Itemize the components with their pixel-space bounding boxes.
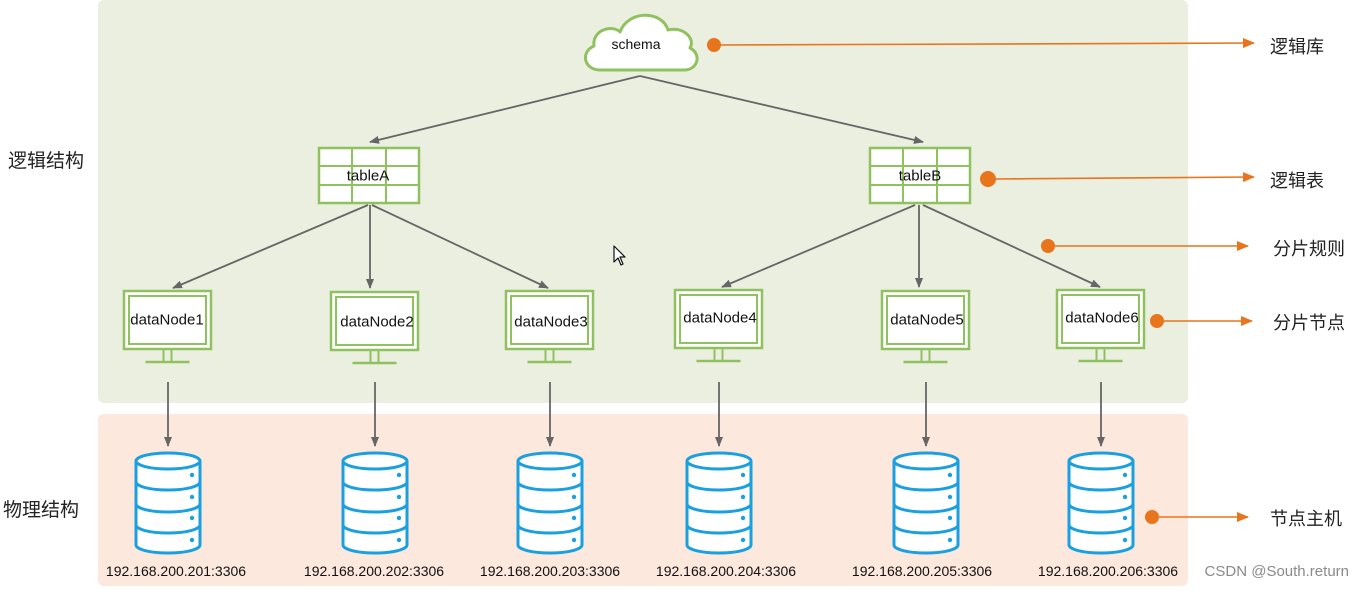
host-ip-6: 192.168.200.206:3306 — [1037, 563, 1179, 579]
dataNode1-label: dataNode1 — [130, 311, 204, 329]
legend-shard-rule: 分片规则 — [1273, 239, 1345, 260]
tableB-label: tableB — [898, 167, 942, 185]
tableA-grid-icon — [317, 146, 421, 205]
dataNode2-monitor-icon — [329, 290, 420, 365]
dataNode4-monitor-icon — [673, 288, 764, 363]
host5-database-icon — [892, 451, 960, 555]
dataNode3-monitor-icon — [504, 289, 595, 364]
watermark: CSDN @South.return — [1204, 563, 1349, 580]
schema-label: schema — [611, 36, 661, 52]
host-ip-1: 192.168.200.201:3306 — [105, 563, 247, 579]
arrow-tableB-to-dataNode4 — [721, 204, 916, 288]
host2-database-icon — [341, 451, 409, 555]
legend-pointer-node-host — [1145, 510, 1249, 524]
physical-structure-region — [98, 414, 1188, 586]
dataNode6-label: dataNode6 — [1065, 309, 1139, 327]
legend-logic-db: 逻辑库 — [1270, 37, 1324, 58]
arrow-tableB-to-dataNode6 — [922, 204, 1101, 288]
arrow-tableA-to-dataNode1 — [172, 204, 369, 289]
dataNode1-monitor-icon — [122, 289, 213, 364]
legend-shard-node: 分片节点 — [1273, 313, 1345, 334]
legend-pointer-logic-table — [980, 171, 1255, 187]
host4-database-icon — [685, 451, 753, 555]
physical-structure-label: 物理结构 — [3, 499, 80, 521]
dataNode5-label: dataNode5 — [890, 311, 964, 329]
dataNode6-monitor-icon — [1055, 288, 1146, 363]
arrow-schema-to-tableB — [639, 75, 924, 144]
legend-pointer-logic-db — [707, 38, 1255, 52]
arrow-schema-to-tableA — [369, 75, 641, 144]
host3-database-icon — [516, 451, 584, 555]
tableB-grid-icon — [868, 146, 972, 205]
mouse-cursor-icon — [613, 245, 626, 266]
dataNode4-label: dataNode4 — [683, 309, 757, 327]
host-ip-3: 192.168.200.203:3306 — [479, 563, 621, 579]
host-ip-5: 192.168.200.205:3306 — [851, 563, 993, 579]
host6-database-icon — [1067, 451, 1135, 555]
schema-cloud-icon — [584, 13, 699, 72]
legend-node-host: 节点主机 — [1270, 509, 1342, 530]
legend-pointer-shard-rule — [1041, 239, 1249, 253]
logical-structure-label: 逻辑结构 — [8, 150, 85, 172]
legend-pointer-shard-node — [1150, 314, 1253, 328]
arrow-tableA-to-dataNode3 — [371, 204, 549, 289]
tableA-label: tableA — [346, 167, 390, 185]
host-ip-4: 192.168.200.204:3306 — [655, 563, 797, 579]
dataNode2-label: dataNode2 — [340, 313, 414, 331]
legend-logic-table: 逻辑表 — [1270, 171, 1324, 192]
dataNode3-label: dataNode3 — [514, 313, 588, 331]
host1-database-icon — [134, 451, 202, 555]
host-ip-2: 192.168.200.202:3306 — [303, 563, 445, 579]
dataNode5-monitor-icon — [880, 289, 971, 364]
